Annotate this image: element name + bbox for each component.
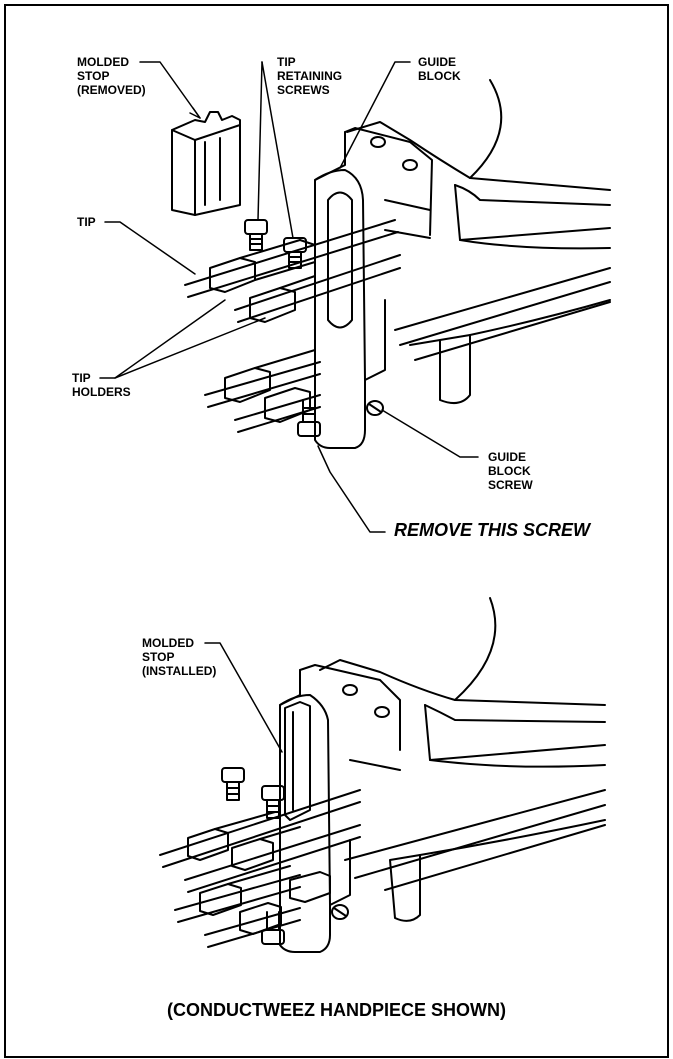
molded-stop-removed xyxy=(171,111,241,216)
molded-stop-installed xyxy=(284,701,311,821)
bottom-handpiece-drawing xyxy=(159,597,606,953)
label-tip-retaining-screws: TIP RETAINING SCREWS xyxy=(277,55,343,97)
figure-frame xyxy=(4,4,669,1058)
handle-body-top xyxy=(346,121,611,191)
guide-block-screw xyxy=(297,399,384,437)
label-guide-block-screw: GUIDE BLOCK SCREW xyxy=(488,450,533,492)
tip-retaining-screw xyxy=(244,219,268,251)
top-handpiece-drawing xyxy=(171,79,611,449)
remove-screw-instruction: REMOVE THIS SCREW xyxy=(394,520,591,540)
label-tip-holders: TIP HOLDERS xyxy=(72,371,131,399)
handle-body-bottom xyxy=(319,659,606,706)
tip-retaining-screw xyxy=(283,237,307,269)
label-molded-stop-installed: MOLDED STOP (INSTALLED) xyxy=(142,636,217,678)
leader-lines-top xyxy=(99,61,479,533)
label-molded-stop-removed: MOLDED STOP (REMOVED) xyxy=(77,55,146,97)
leader-lines-bottom xyxy=(204,642,283,753)
label-guide-block: GUIDE BLOCK xyxy=(418,55,461,83)
figure-caption: (CONDUCTWEEZ HANDPIECE SHOWN) xyxy=(167,1000,506,1020)
guide-block-top xyxy=(314,131,386,449)
label-tip: TIP xyxy=(77,215,96,229)
